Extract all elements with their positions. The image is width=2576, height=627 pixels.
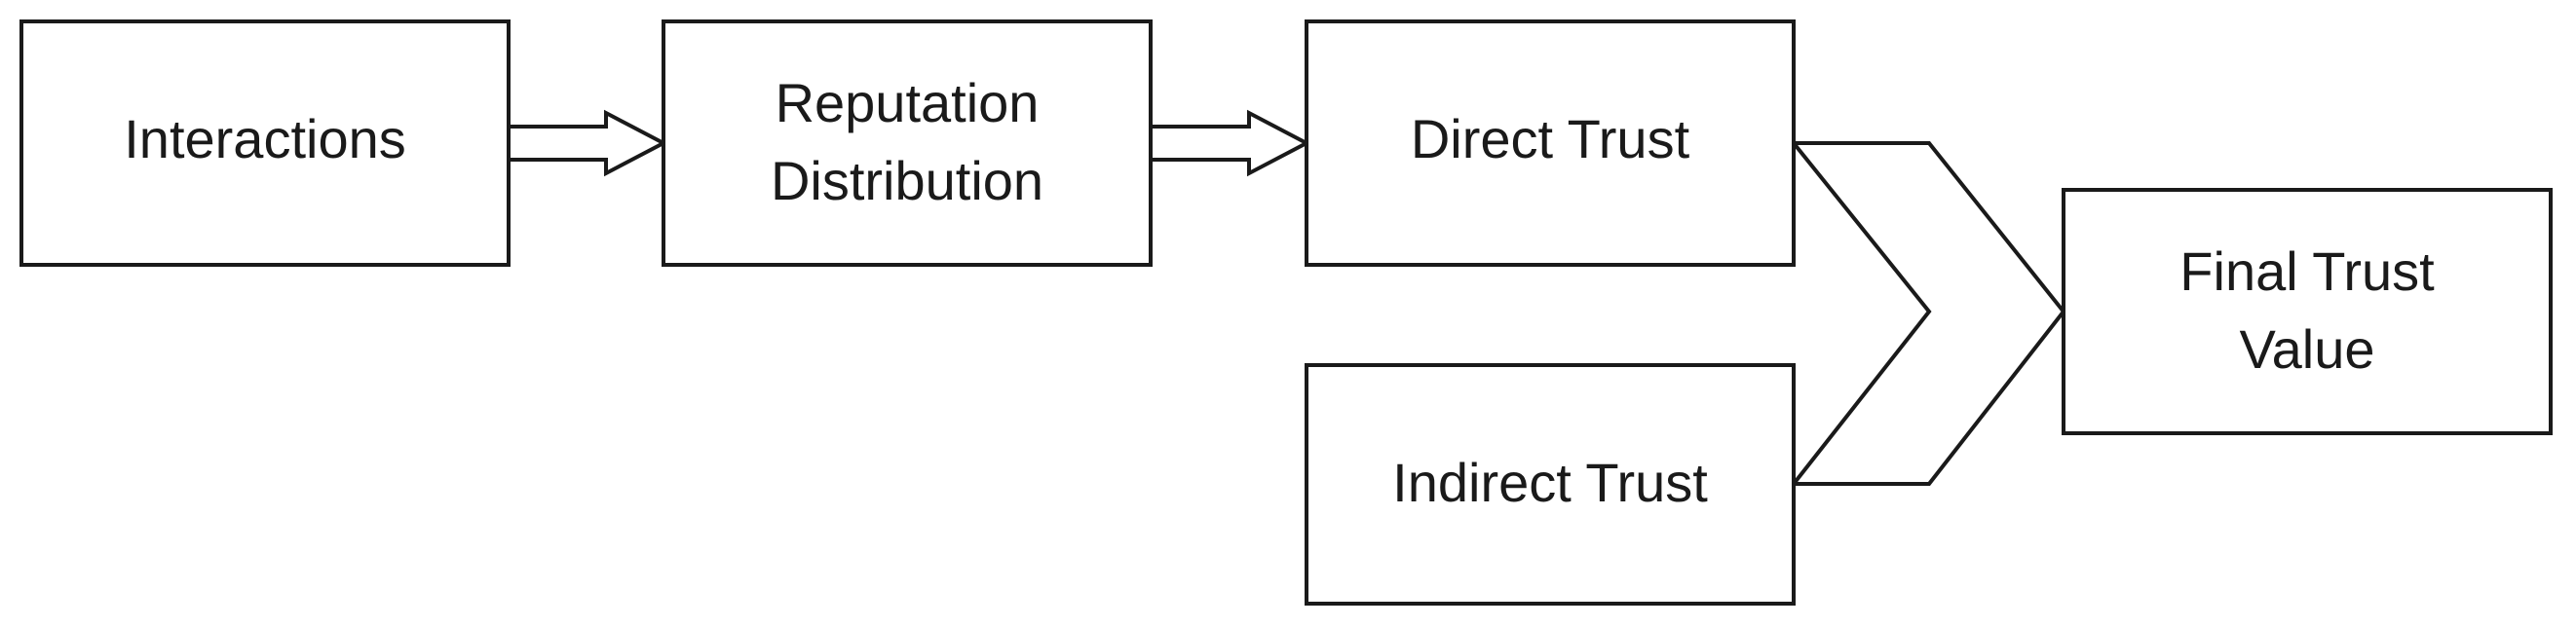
node-indirect-trust-label-line-1: Indirect Trust: [1392, 452, 1708, 513]
node-indirect-trust: Indirect Trust: [1305, 363, 1796, 606]
arrow-reputation-to-direct-trust: [1149, 109, 1311, 177]
node-final-trust-value-label-line-1: Final Trust: [2179, 240, 2435, 302]
merge-chevron-inner: [1792, 141, 1932, 486]
node-final-trust-value-label-line-2: Value: [2239, 318, 2374, 380]
node-final-trust-value: Final Trust Value: [2062, 188, 2553, 435]
merge-chevron-connector: [1792, 141, 2066, 486]
node-direct-trust-label-line-1: Direct Trust: [1411, 108, 1690, 169]
arrow-interactions-to-reputation: [507, 109, 668, 177]
node-reputation-distribution-label-line-2: Distribution: [771, 150, 1043, 211]
node-direct-trust: Direct Trust: [1305, 19, 1796, 267]
node-interactions: Interactions: [19, 19, 511, 267]
node-reputation-distribution-label-line-1: Reputation: [776, 72, 1040, 133]
node-interactions-label-line-1: Interactions: [124, 108, 406, 169]
node-reputation-distribution: Reputation Distribution: [662, 19, 1153, 267]
